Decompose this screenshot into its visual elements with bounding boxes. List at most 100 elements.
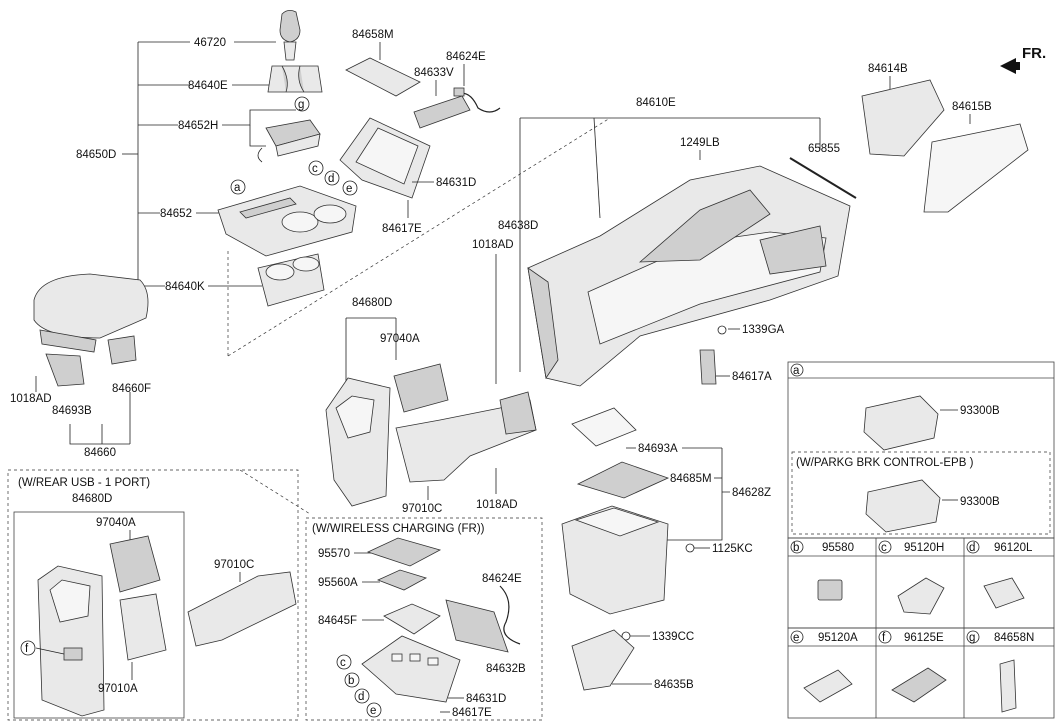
part-label-84617A: 84617A xyxy=(732,371,772,383)
legend-d-code: 96120L xyxy=(994,542,1033,554)
usb-duct-illustration xyxy=(187,571,297,647)
bracket-84632B-illustration xyxy=(445,599,509,653)
part-label-46720: 46720 xyxy=(194,37,226,49)
legend-a-part1: 93300B xyxy=(960,405,1000,417)
svg-text:b: b xyxy=(348,675,354,687)
shift-knob-illustration xyxy=(279,10,301,61)
svg-text:e: e xyxy=(346,183,352,195)
part-label-84617E-top: 84617E xyxy=(382,223,422,235)
legend-c-code: 95120H xyxy=(904,542,944,554)
legend-c-illustration xyxy=(897,577,945,615)
part-label-1249LB: 1249LB xyxy=(680,137,720,149)
legend-a-letter: a xyxy=(793,365,800,377)
part-label-84631D-top: 84631D xyxy=(436,177,476,189)
rear-usb-box xyxy=(7,469,299,721)
part-label-84614B: 84614B xyxy=(868,63,908,75)
svg-text:c: c xyxy=(312,163,318,175)
part-label-84645F: 84645F xyxy=(318,615,357,627)
pad-95570-illustration xyxy=(366,537,442,567)
part-label-84638D: 84638D xyxy=(498,220,538,232)
callout-b-wc xyxy=(344,672,360,688)
armrest-illustration xyxy=(33,273,149,387)
frame-84645F-illustration xyxy=(383,603,441,635)
bracket-84633V-illustration xyxy=(413,95,471,129)
side-panel-84614B-illustration xyxy=(861,79,945,157)
trim-65855-illustration xyxy=(789,157,857,199)
part-label-84632B: 84632B xyxy=(486,663,526,675)
callout-c-wc xyxy=(336,654,352,670)
part-label-1339GA: 1339GA xyxy=(742,324,785,336)
part-label-1018AD-left: 1018AD xyxy=(10,393,52,405)
callout-f-usb xyxy=(20,640,36,656)
callout-a-left xyxy=(230,179,246,195)
console-tray-illustration xyxy=(217,185,357,257)
part-label-84660: 84660 xyxy=(84,447,116,459)
part-label-84610E: 84610E xyxy=(636,97,676,109)
svg-text:b: b xyxy=(793,542,799,554)
part-label-97010C-usb: 97010C xyxy=(214,559,254,571)
part-label-95560A: 95560A xyxy=(318,577,358,589)
switch-93300B-illustration xyxy=(863,395,939,451)
clip-84617A-illustration xyxy=(699,349,717,385)
legend-grid: a 93300B (W/PARKG BRK CONTROL-EPB ) 9330… xyxy=(787,361,1055,719)
wireless-charging-box-title: (W/WIRELESS CHARGING (FR)) xyxy=(312,523,485,535)
part-label-84680D-usb: 84680D xyxy=(72,493,112,505)
pad-95560A-illustration xyxy=(376,569,428,591)
part-label-65855: 65855 xyxy=(808,143,840,155)
part-label-97040A-usb: 97040A xyxy=(96,517,136,529)
part-label-84615B: 84615B xyxy=(952,101,992,113)
legend-d-illustration xyxy=(983,577,1025,609)
svg-text:f: f xyxy=(882,632,886,644)
legend-a-circle xyxy=(790,363,804,377)
part-label-84660F: 84660F xyxy=(112,383,151,395)
part-label-95570: 95570 xyxy=(318,548,350,560)
part-label-84652H: 84652H xyxy=(178,120,218,132)
part-label-1018AD-mid: 1018AD xyxy=(472,239,514,251)
air-duct-illustration xyxy=(395,391,537,483)
part-label-84640K: 84640K xyxy=(165,281,205,293)
epb-subtitle: (W/PARKG BRK CONTROL-EPB ) xyxy=(796,457,974,469)
part-label-1125KC: 1125KC xyxy=(712,543,753,555)
svg-text:e: e xyxy=(370,705,376,717)
part-label-84650D: 84650D xyxy=(76,149,116,161)
callout-e-wc xyxy=(366,702,382,718)
part-label-97010C-mid: 97010C xyxy=(402,503,442,515)
legend-a-part2: 93300B xyxy=(960,496,1000,508)
part-label-84631D-wc: 84631D xyxy=(466,693,506,705)
wireless-tray-top-illustration xyxy=(339,117,431,199)
part-label-84680D-top: 84680D xyxy=(352,297,392,309)
part-label-1339CC: 1339CC xyxy=(652,631,694,643)
callout-d-top xyxy=(324,170,340,186)
svg-text:c: c xyxy=(881,542,887,554)
svg-text:c: c xyxy=(340,657,346,669)
legend-g-code: 84658N xyxy=(994,632,1034,644)
wireless-charging-box xyxy=(305,517,543,721)
svg-text:d: d xyxy=(358,691,364,703)
bracket-84635B-illustration xyxy=(571,629,635,691)
svg-text:e: e xyxy=(793,632,799,644)
shift-boot-illustration xyxy=(267,65,323,93)
cup-holder-illustration xyxy=(257,253,325,307)
part-label-84628Z: 84628Z xyxy=(732,487,771,499)
legend-f-code: 96125E xyxy=(904,632,944,644)
callout-d-wc xyxy=(354,688,370,704)
part-label-84652: 84652 xyxy=(160,208,192,220)
part-label-84635B: 84635B xyxy=(654,679,694,691)
callout-g-letter: g xyxy=(298,99,304,111)
callout-e-top xyxy=(342,180,358,196)
legend-e-illustration xyxy=(803,669,853,703)
legend-g-illustration xyxy=(999,659,1017,713)
mat-84685M-illustration xyxy=(576,461,670,499)
wireless-tray-illustration xyxy=(361,635,461,703)
switch-panel-illustration xyxy=(257,119,321,163)
part-label-84685M: 84685M xyxy=(670,473,712,485)
callout-c-top xyxy=(308,160,324,176)
rear-vent-panel-illustration xyxy=(325,363,449,507)
legend-b-illustration xyxy=(817,579,843,601)
svg-text:f: f xyxy=(25,643,29,655)
switch-93300B-epb-illustration xyxy=(865,479,941,533)
part-label-97040A-top: 97040A xyxy=(380,333,420,345)
side-panel-84615B-illustration xyxy=(923,123,1029,213)
